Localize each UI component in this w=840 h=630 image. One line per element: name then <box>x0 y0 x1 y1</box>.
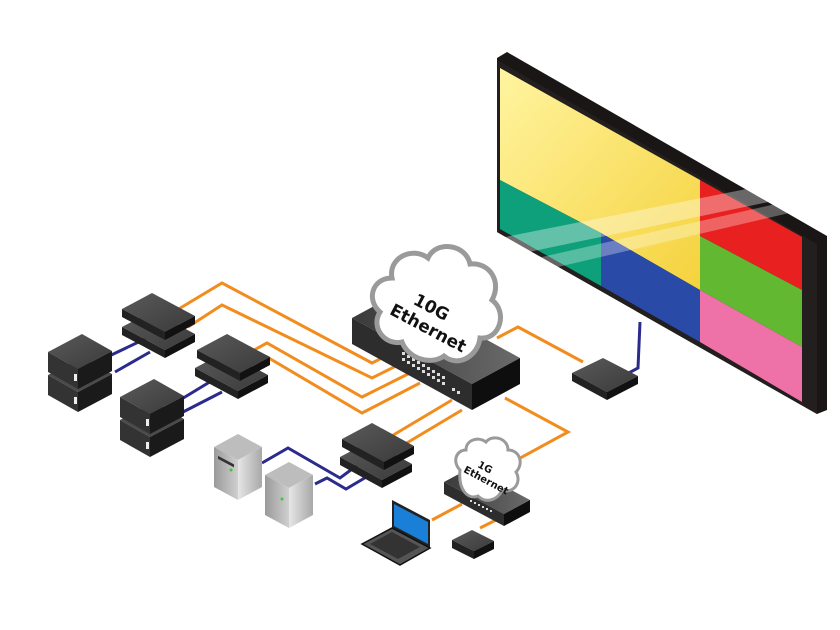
encoder-stack-1[interactable] <box>122 293 195 358</box>
cloud-1g: 1G Ethernet <box>454 436 522 502</box>
fiber-link <box>399 408 463 449</box>
video-link <box>314 474 369 491</box>
source-stack-1[interactable] <box>48 334 112 412</box>
video-link <box>114 350 151 374</box>
encoder-unit <box>342 423 414 470</box>
screen-quadrant-red <box>700 180 802 290</box>
video-link <box>182 390 223 414</box>
screen-quadrant-yellow-low <box>601 233 700 290</box>
screen-quadrant-pink <box>700 290 802 402</box>
switch-10g[interactable]: 10G Ethernet <box>352 244 520 410</box>
source-stack-2[interactable] <box>120 379 184 457</box>
fiber-link <box>496 325 584 364</box>
switch-ports <box>402 352 460 394</box>
fiber-link <box>244 341 413 399</box>
encoder-stack-2[interactable] <box>195 334 270 399</box>
screen-quadrant-teal <box>500 180 601 286</box>
fiber-link <box>389 398 453 439</box>
media-player <box>120 379 184 434</box>
encoder-stack-3[interactable] <box>340 423 414 488</box>
fiber-link <box>501 396 572 470</box>
encoder-unit <box>122 293 195 340</box>
screen-quadrant-blue <box>601 233 700 342</box>
media-player <box>48 334 112 389</box>
fiber-link <box>187 303 399 380</box>
decoder-receiver[interactable] <box>572 358 638 400</box>
laptop[interactable] <box>360 500 432 566</box>
encoder-unit <box>197 334 270 381</box>
fiber-link <box>431 502 463 522</box>
video-wall <box>497 52 827 414</box>
server-2[interactable] <box>265 462 313 528</box>
control-box[interactable] <box>452 530 494 559</box>
screen-quadrant-green <box>700 236 802 347</box>
switch-1g[interactable]: 1G Ethernet <box>444 436 530 526</box>
cloud-10g: 10G Ethernet <box>369 244 503 364</box>
screen-quadrant-yellow <box>500 68 700 290</box>
screen <box>500 68 802 402</box>
video-link <box>179 378 214 402</box>
server-1[interactable] <box>214 434 262 500</box>
